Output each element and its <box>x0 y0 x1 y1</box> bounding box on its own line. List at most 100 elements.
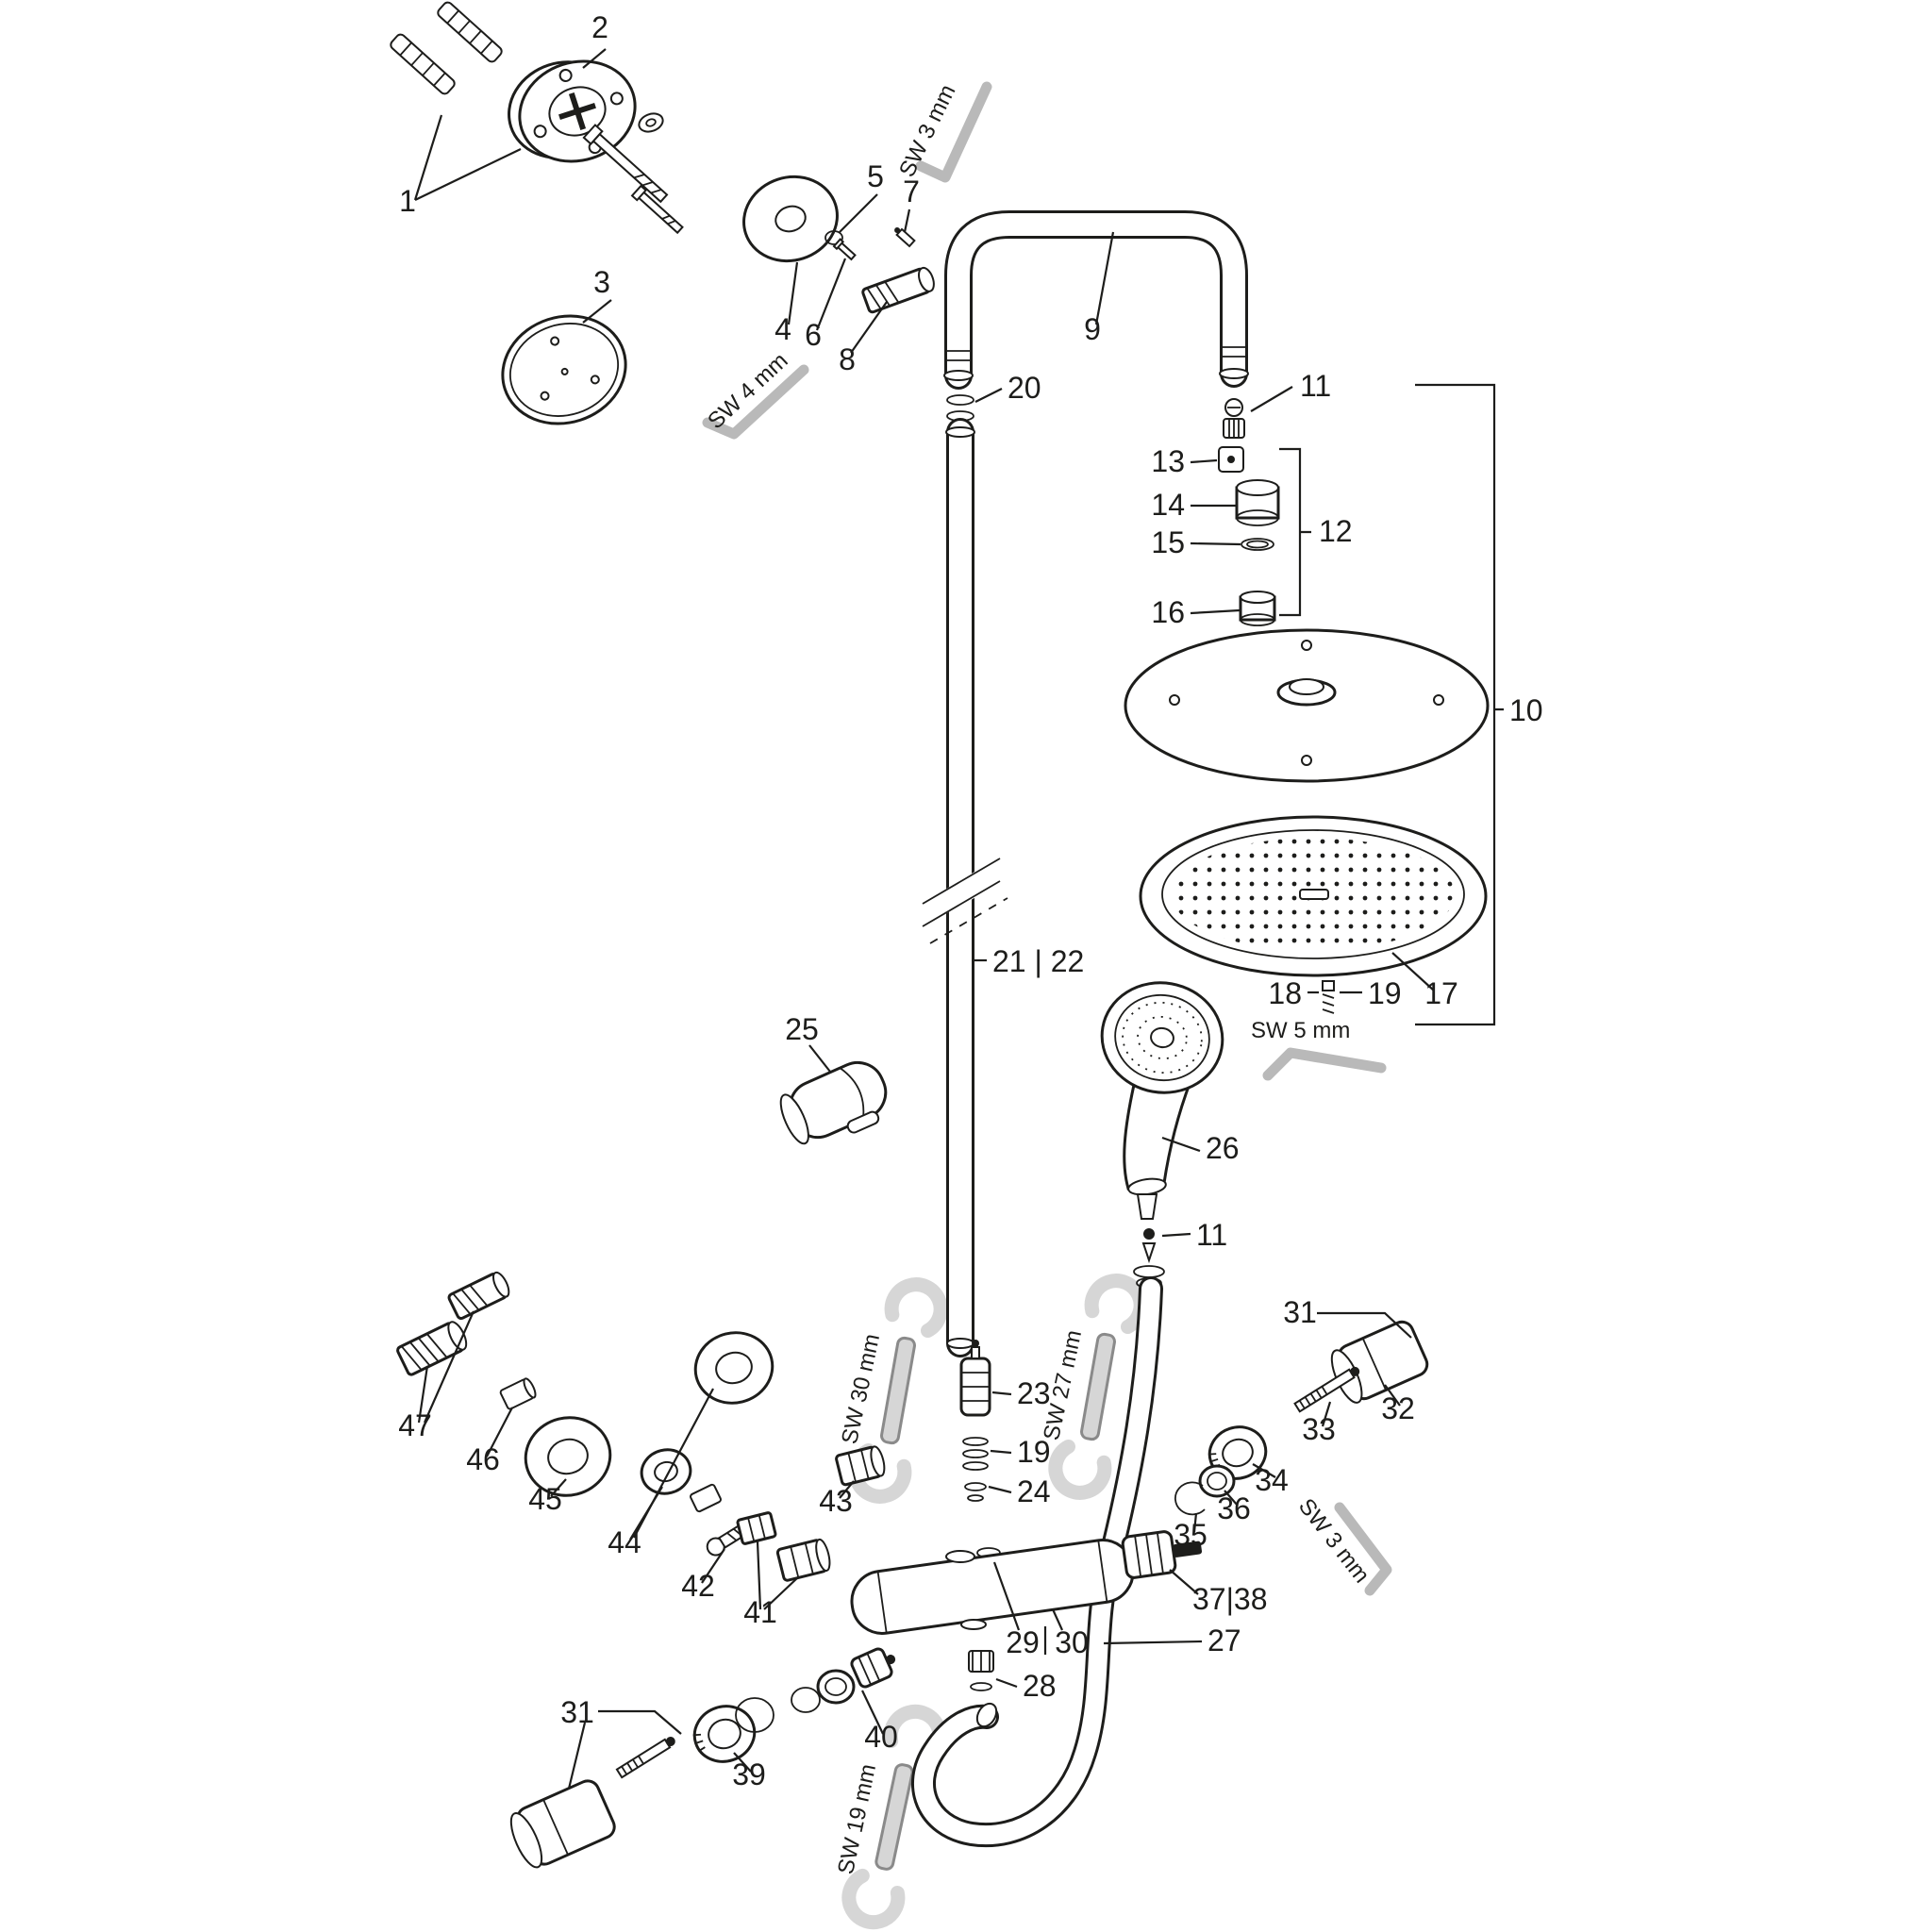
callout-5: 5 <box>867 159 884 193</box>
part-19-o-rings <box>962 1437 989 1471</box>
part-36-ring <box>1198 1464 1236 1498</box>
callout-17: 17 <box>1424 976 1458 1010</box>
part-31-handle <box>509 1779 616 1869</box>
part-6-screw <box>832 238 857 261</box>
group-arm-escutcheon <box>742 175 935 314</box>
part-1-wall-anchor <box>390 33 456 95</box>
part-escutcheon-disc <box>693 1331 774 1405</box>
part-31-spindle <box>615 1736 675 1779</box>
part-5-o-ring <box>824 230 843 245</box>
part-47-nipple <box>396 1321 468 1376</box>
callout-8: 8 <box>839 342 856 376</box>
tool-label-sw19: SW 19 mm <box>833 1762 881 1877</box>
callout-7: 7 <box>903 175 920 208</box>
part-7-screw <box>894 226 916 248</box>
callout-21-22: 21 | 22 <box>992 944 1084 978</box>
callout-27: 27 <box>1208 1624 1241 1657</box>
leader-lines <box>413 48 1504 1790</box>
part-41-union-nut <box>736 1511 777 1545</box>
callout-11b: 11 <box>1196 1218 1227 1252</box>
callout-13: 13 <box>1151 444 1185 478</box>
callout-39: 39 <box>732 1757 766 1791</box>
callout-44: 44 <box>608 1525 641 1559</box>
part-23-cartridge <box>959 1340 991 1417</box>
part-20-o-rings <box>946 394 974 422</box>
part-11-flow-regulator-bottom <box>1141 1228 1157 1264</box>
tool-label-sw5: SW 5 mm <box>1251 1018 1350 1043</box>
callout-35: 35 <box>1174 1518 1208 1552</box>
part-26-hand-shower <box>1100 981 1224 1220</box>
callout-24: 24 <box>1017 1474 1051 1508</box>
callout-4: 4 <box>774 312 791 346</box>
group-handle-right <box>1174 1320 1429 1516</box>
callout-14: 14 <box>1151 488 1185 522</box>
callout-45: 45 <box>528 1482 562 1516</box>
callout-28: 28 <box>1023 1669 1057 1703</box>
callout-36: 36 <box>1217 1491 1251 1525</box>
callout-10: 10 <box>1509 693 1543 727</box>
part-15-o-ring <box>1241 538 1274 551</box>
part-28-fitting <box>968 1650 994 1691</box>
tool-allen-key-sw3-top <box>915 81 992 183</box>
callout-16: 16 <box>1151 595 1185 629</box>
callout-labels: 1 2 3 4 5 6 7 8 9 10 11 12 13 14 15 16 1… <box>398 10 1542 1791</box>
group-thermostat <box>850 1340 1203 1691</box>
part-8-nipple <box>861 266 935 314</box>
part-40-seals <box>791 1669 856 1713</box>
callout-30: 30 <box>1055 1625 1089 1659</box>
group-handle-left <box>509 1647 896 1869</box>
callout-33: 33 <box>1302 1412 1336 1446</box>
part-hose-port <box>960 1619 987 1630</box>
callout-12: 12 <box>1319 514 1353 548</box>
part-11-flow-regulator-top <box>1223 398 1245 439</box>
part-40-cartridge <box>850 1647 896 1689</box>
part-47-nipple <box>447 1271 510 1321</box>
part-1-screw-small <box>630 184 684 235</box>
part-44-escutcheon-small <box>640 1448 692 1495</box>
part-37-38-cartridge <box>1121 1530 1203 1579</box>
part-24-valve <box>964 1482 987 1502</box>
part-1-washer <box>638 112 664 133</box>
callout-23: 23 <box>1017 1376 1051 1410</box>
callout-19: 19 <box>1368 976 1402 1010</box>
callout-34: 34 <box>1255 1463 1289 1497</box>
part-16-nut <box>1239 591 1276 626</box>
part-riser-port <box>945 1550 975 1563</box>
part-39-ring <box>735 1697 774 1733</box>
part-25-shower-holder <box>779 1060 888 1145</box>
callout-6: 6 <box>805 318 822 352</box>
callout-41: 41 <box>743 1595 777 1629</box>
callout-3: 3 <box>593 265 610 299</box>
tool-allen-key-sw4 <box>702 364 809 440</box>
part-9-shower-arm <box>943 210 1249 390</box>
group-overhead-shower <box>1124 628 1490 1014</box>
part-39-cap <box>692 1705 757 1763</box>
callout-2: 2 <box>591 10 608 44</box>
part-45-escutcheon <box>524 1416 612 1497</box>
callout-9: 9 <box>1084 312 1101 346</box>
callout-29: 29 <box>1006 1625 1040 1659</box>
tool-allen-key-sw3-right <box>1334 1502 1392 1596</box>
part-17-spray-plate <box>1139 815 1488 977</box>
callout-40: 40 <box>864 1720 898 1754</box>
callout-11: 11 <box>1300 369 1331 403</box>
tool-allen-key-sw5 <box>1262 1047 1387 1081</box>
callout-20: 20 <box>1008 371 1041 405</box>
callout-19b: 19 <box>1017 1435 1051 1469</box>
part-14-sleeve <box>1235 479 1280 526</box>
part-1-screw <box>582 124 669 204</box>
tool-label-sw30: SW 30 mm <box>837 1332 885 1447</box>
callout-26: 26 <box>1206 1131 1240 1165</box>
part-4-escutcheon <box>742 175 839 263</box>
part-44-connector <box>690 1483 722 1513</box>
part-18-19-screw-spring <box>1322 980 1335 1014</box>
part-33-spindle <box>1293 1366 1360 1413</box>
part-overhead-shower-body <box>1124 628 1490 783</box>
callout-32: 32 <box>1381 1391 1415 1425</box>
callout-46: 46 <box>466 1442 500 1476</box>
group-inlet-fittings <box>396 1271 886 1582</box>
group-wall-mounting <box>390 1 684 425</box>
part-1-wall-anchor <box>437 1 503 63</box>
